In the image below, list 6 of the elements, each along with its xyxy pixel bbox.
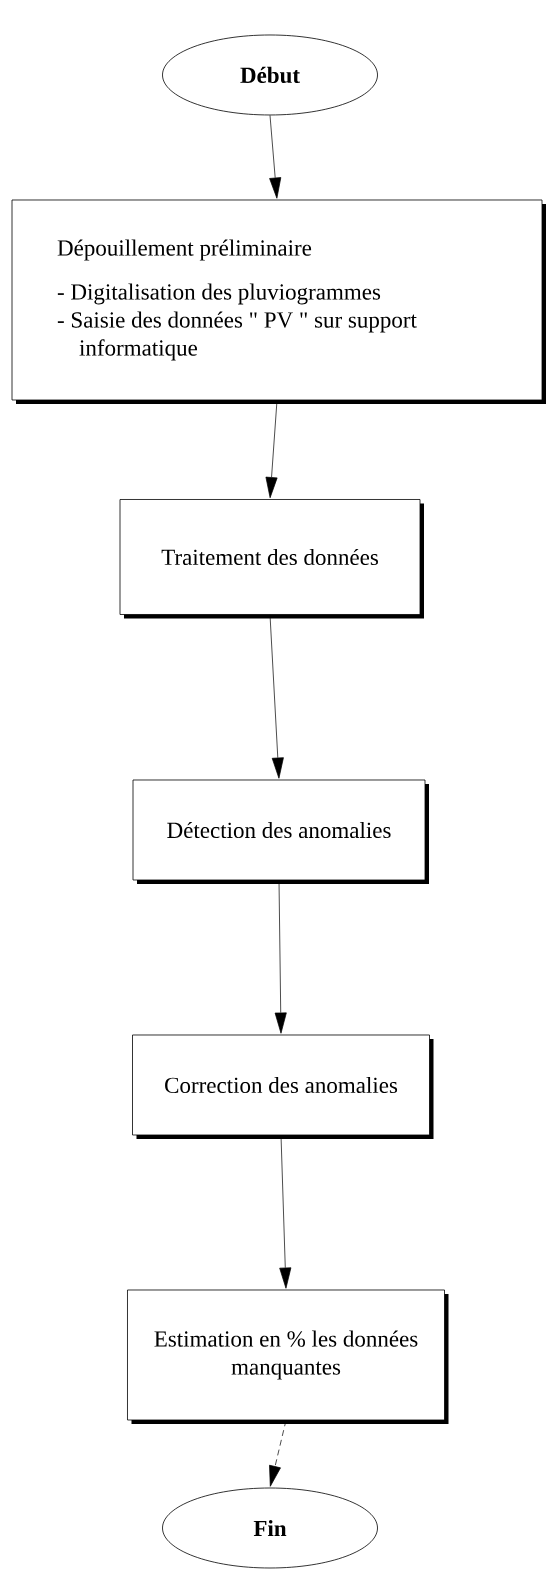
process-box: Dépouillement préliminaire - Digitalisation des pluviogrammes - Saisie des données " PV " sur support informatique: [11, 199, 546, 404]
process-box: Traitement des données: [119, 499, 424, 619]
arrow: [269, 115, 282, 199]
process-box: Correction des anomalies: [132, 1034, 434, 1139]
process-box: Estimation en % les données manquantes: [127, 1289, 449, 1424]
process-box: Détection des anomalies: [132, 779, 429, 884]
